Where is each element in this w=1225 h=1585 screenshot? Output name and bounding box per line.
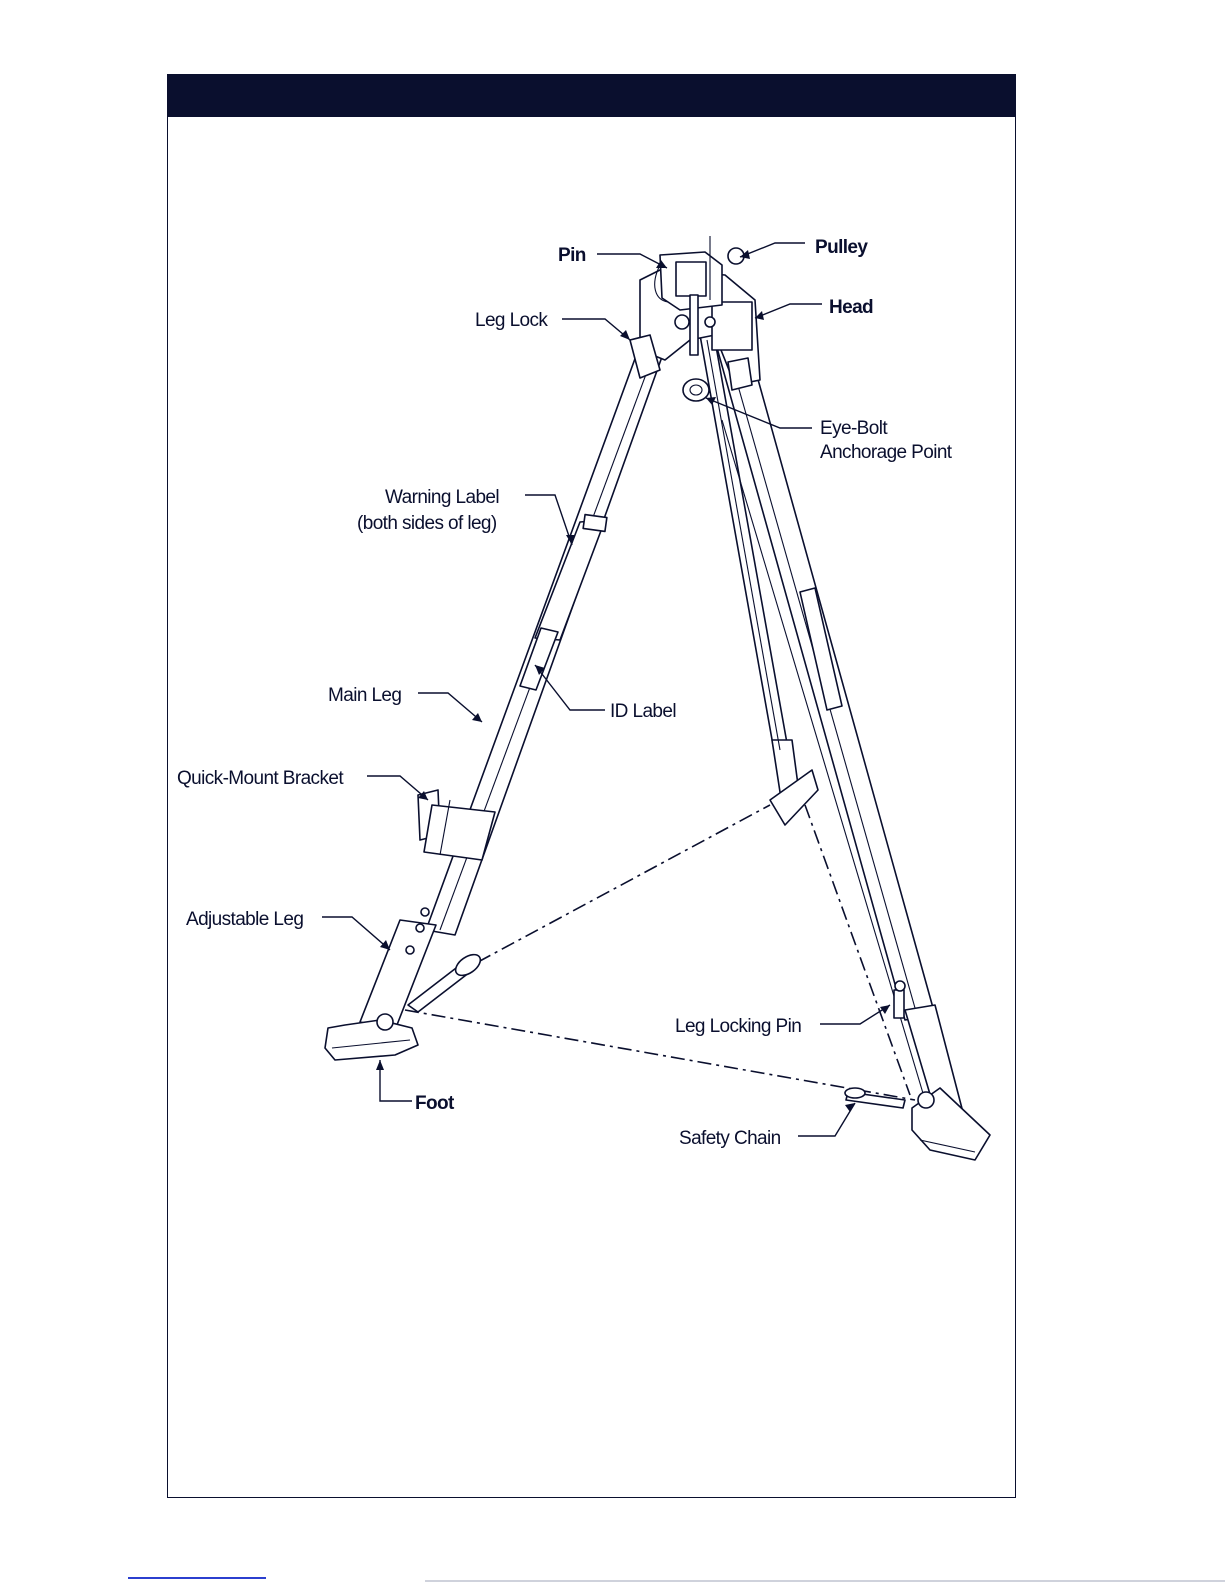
label-pin: Pin <box>558 245 586 266</box>
label-eye-bolt-line2: Anchorage Point <box>820 442 953 463</box>
left-foot <box>325 1020 418 1060</box>
label-leg-locking-pin: Leg Locking Pin <box>675 1016 801 1037</box>
tripod-illustration <box>325 236 990 1160</box>
label-leg-lock: Leg Lock <box>475 310 548 331</box>
label-quick-mount-bracket: Quick-Mount Bracket <box>177 768 344 789</box>
eye-bolt <box>683 379 709 401</box>
label-id-label: ID Label <box>610 701 676 722</box>
label-adjustable-leg: Adjustable Leg <box>186 909 303 930</box>
label-head: Head <box>829 297 873 318</box>
label-safety-chain: Safety Chain <box>679 1128 781 1149</box>
label-warning-label-line2: (both sides of leg) <box>357 513 497 534</box>
leg-lock-right <box>728 358 752 390</box>
label-eye-bolt-line1: Eye-Bolt <box>820 418 888 439</box>
label-pulley: Pulley <box>815 237 868 258</box>
label-main-leg: Main Leg <box>328 685 401 706</box>
label-foot: Foot <box>415 1093 455 1114</box>
footer-rule <box>425 1580 1225 1582</box>
label-warning-label-line1: Warning Label <box>385 487 499 508</box>
footer-link-rule <box>128 1577 266 1579</box>
safety-chain-left <box>478 805 770 962</box>
leader-lines <box>322 243 890 1136</box>
